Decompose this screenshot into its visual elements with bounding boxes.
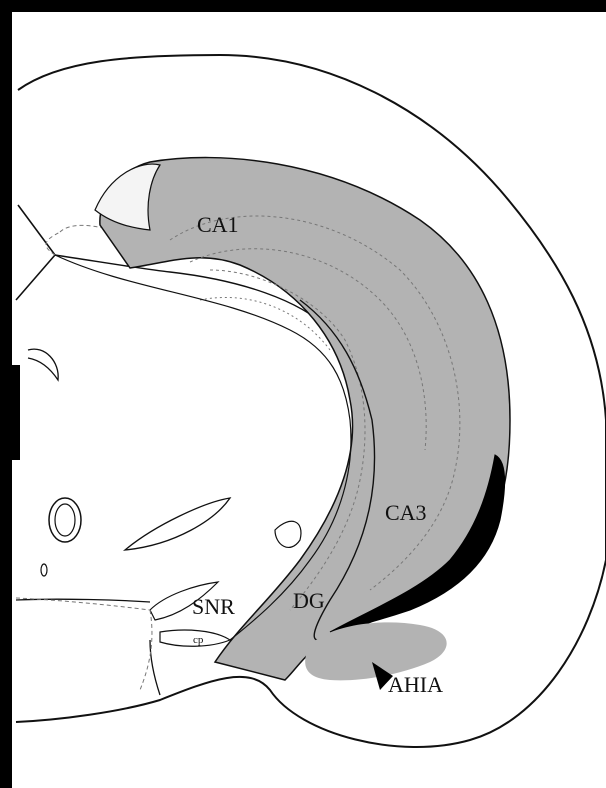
label-ca1: CA1 xyxy=(197,214,239,236)
midline-outline xyxy=(16,205,55,300)
structure-small-1 xyxy=(275,521,301,547)
label-ahia: AHIA xyxy=(388,674,443,696)
structure-dot xyxy=(41,564,47,576)
structure-wedge xyxy=(125,498,230,550)
label-cp: cp xyxy=(193,635,203,646)
label-snr: SNR xyxy=(192,596,235,618)
left-notch-black xyxy=(12,365,20,460)
structure-curve-1 xyxy=(28,349,58,380)
label-dg: DG xyxy=(293,590,325,612)
label-ca3: CA3 xyxy=(385,502,427,524)
lower-outline xyxy=(16,599,160,695)
structure-ring-inner xyxy=(55,504,75,536)
